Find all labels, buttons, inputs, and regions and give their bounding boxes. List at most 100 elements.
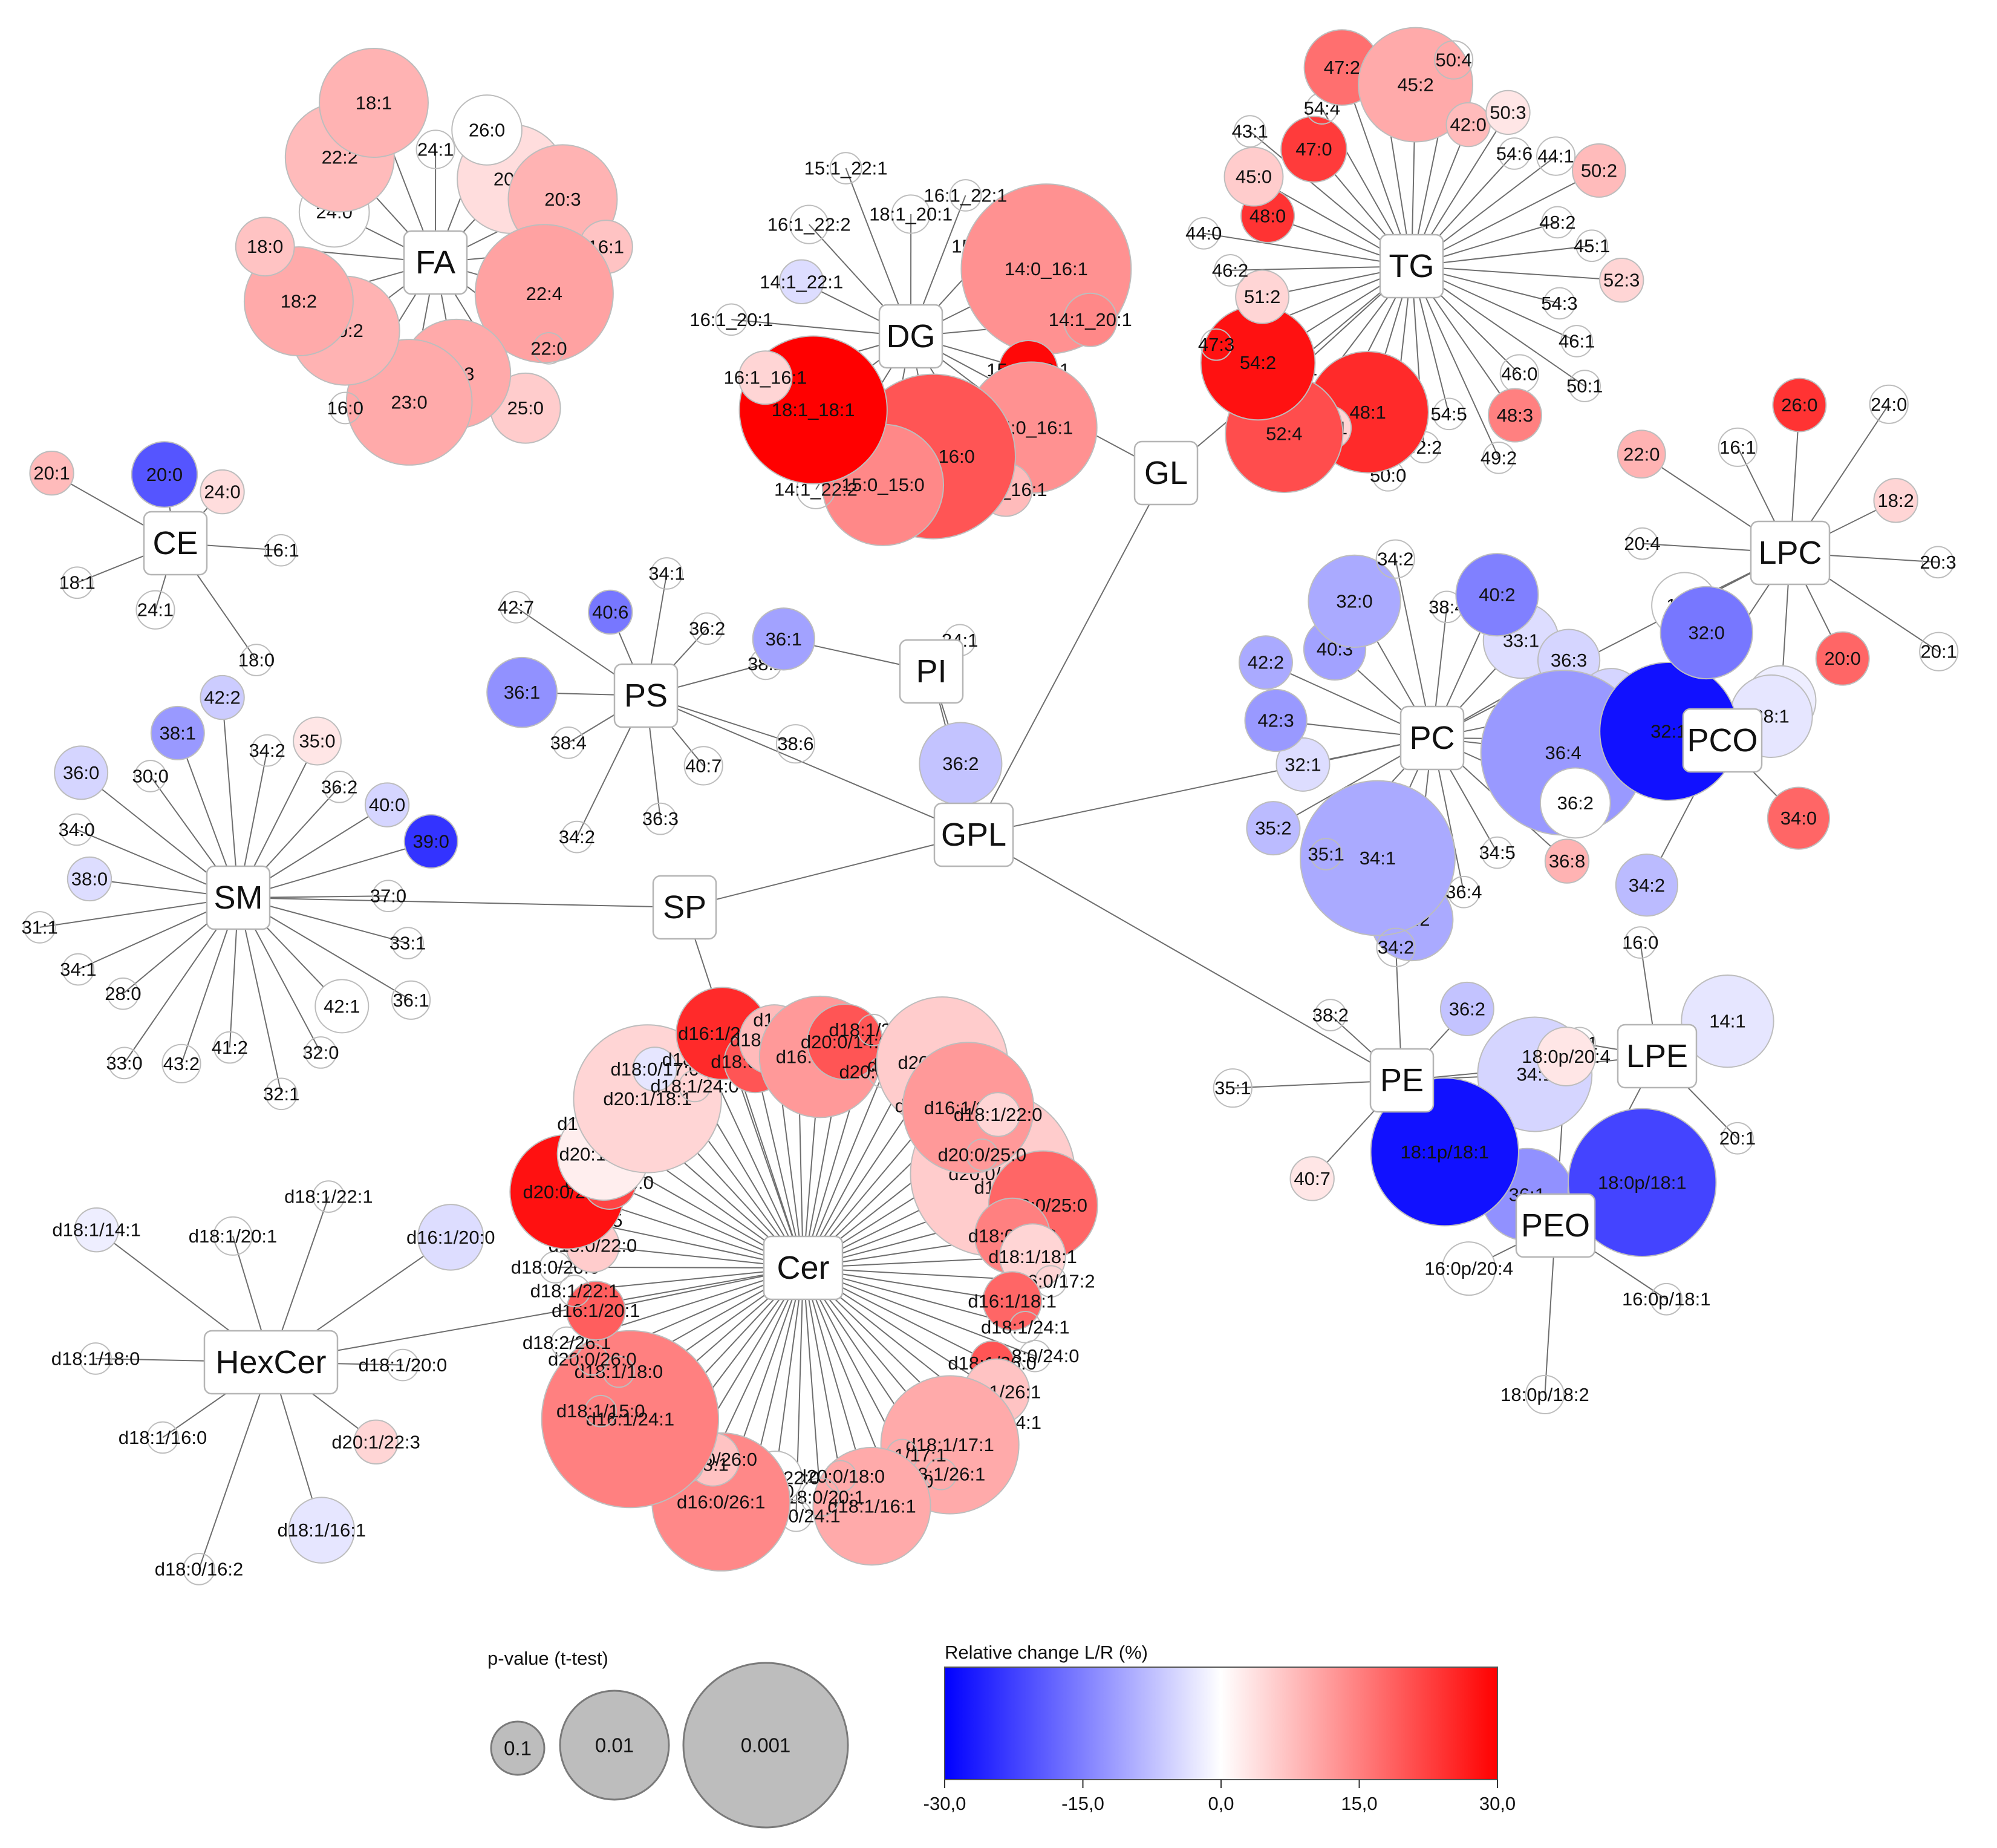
lipid-node-circle xyxy=(1275,737,1331,792)
lipid-node-label: 34:5 xyxy=(1479,842,1516,863)
lipid-node-label: d20:0/25:0 xyxy=(938,1144,1027,1165)
lipid-node-label: 38:2 xyxy=(1312,1005,1349,1026)
lipid-node: d16:1/18:1 xyxy=(968,1271,1057,1331)
lipid-node-circle xyxy=(1718,427,1758,467)
lipid-node-label: 32:0 xyxy=(302,1042,339,1063)
lipid-node-label: 20:4 xyxy=(1624,533,1660,554)
lipid-node-circle xyxy=(1498,137,1531,170)
lipid-node-circle xyxy=(650,557,683,590)
lipid-node-circle xyxy=(1300,780,1456,936)
lipid-node: 14:1_20:1 xyxy=(1049,292,1132,347)
lipid-node-label: d18:1/20:0 xyxy=(359,1354,448,1376)
lipid-node-circle xyxy=(789,204,829,244)
lipid-node-label: 36:4 xyxy=(1445,881,1482,903)
lipid-node: 50:4 xyxy=(1434,40,1474,80)
lipid-node: 16:0 xyxy=(327,391,363,425)
lipid-node-label: 50:4 xyxy=(1435,50,1471,71)
lipid-node: 24:0 xyxy=(1869,384,1909,424)
lipid-node-circle xyxy=(250,734,284,767)
leaf-edge xyxy=(1204,232,1412,267)
lipid-node-label: d18:1/16:1 xyxy=(827,1495,916,1517)
lipid-node-circle xyxy=(1246,801,1301,856)
lipid-node-label: 20:0 xyxy=(146,464,183,485)
lipid-node-circle xyxy=(1873,478,1918,523)
lipid-node: 20:3 xyxy=(1920,546,1956,579)
lipid-node-label: 48:2 xyxy=(1539,212,1575,233)
class-hub-node: DG xyxy=(878,304,943,369)
lipid-node-label: d18:1/17:1 xyxy=(905,1434,994,1455)
class-hub-node: PS xyxy=(613,663,679,728)
lipid-node: 15:1_22:1 xyxy=(804,152,888,184)
lipid-node-circle xyxy=(391,980,431,1020)
lipid-node-label: 48:0 xyxy=(1249,205,1286,226)
lipid-node: d18:1/22:0 xyxy=(954,1092,1042,1137)
lipid-node: 46:1 xyxy=(1559,325,1595,358)
lipid-node: 40:6 xyxy=(588,589,633,635)
class-hub-box xyxy=(203,1330,339,1395)
lipid-node: 40:7 xyxy=(1289,1156,1335,1201)
lipid-node: 35:1 xyxy=(1213,1068,1253,1108)
size-legend-label: 0.01 xyxy=(595,1734,634,1757)
lipid-node-circle xyxy=(584,1394,617,1428)
leaf-edge xyxy=(803,1267,821,1498)
lipid-node-circle xyxy=(779,259,824,304)
lipid-node: 44:0 xyxy=(1185,217,1222,250)
lipid-node-label: 20:0 xyxy=(1825,648,1861,669)
lipid-node-circle xyxy=(403,814,458,869)
lipid-node-label: 25:0 xyxy=(507,397,544,419)
lipid-node: d18:1/18:0 xyxy=(575,1355,663,1388)
lipid-node-label: 40:7 xyxy=(1294,1168,1330,1189)
lipid-node: d16:1/20:1 xyxy=(552,1281,640,1341)
lipid-node: 18:1_20:1 xyxy=(869,194,953,234)
lipid-node-circle xyxy=(1213,1068,1253,1108)
lipid-node-label: d18:1/15:0 xyxy=(556,1400,645,1422)
lipid-node-label: 30:0 xyxy=(132,766,169,787)
class-hub-box xyxy=(1750,520,1831,586)
lipid-node-label: 42:7 xyxy=(498,596,534,618)
lipid-node-circle xyxy=(161,1043,201,1083)
hub-edge xyxy=(973,834,1402,1081)
lipid-node-circle xyxy=(1919,632,1959,671)
lipid-node: 36:1 xyxy=(391,980,431,1020)
lipid-node-label: 33:0 xyxy=(106,1053,142,1074)
lipid-node: 34:0 xyxy=(59,813,95,846)
lipid-node-circle xyxy=(1539,767,1611,839)
lipid-node-circle xyxy=(323,771,356,803)
lipid-node-label: 18:1_20:1 xyxy=(869,204,953,225)
lipid-node-circle xyxy=(1439,981,1494,1036)
lipid-node: 51:2 xyxy=(1235,269,1290,324)
class-hub-box xyxy=(1399,705,1465,771)
lipid-node-circle xyxy=(304,1036,337,1069)
lipid-node-circle xyxy=(902,1042,1035,1174)
color-scale-tick-label: 0,0 xyxy=(1208,1793,1234,1814)
lipid-node: d18:1/24:1 xyxy=(981,1310,1069,1344)
lipid-node-label: 50:3 xyxy=(1490,102,1526,123)
lipid-node-circle xyxy=(1626,527,1659,560)
leaf-edge xyxy=(803,1267,890,1481)
lipid-node-label: 46:2 xyxy=(1212,260,1248,281)
class-hub-label: LPC xyxy=(1758,535,1822,571)
class-hub-box xyxy=(403,230,468,295)
lipid-node-label: 42:3 xyxy=(1257,710,1294,731)
lipid-node-circle xyxy=(588,589,633,635)
lipid-node: 36:2 xyxy=(689,612,725,645)
lipid-node-label: 18:0p/20:4 xyxy=(1522,1046,1611,1067)
class-hub-box xyxy=(1515,1193,1596,1258)
leaf-edge xyxy=(238,897,282,1094)
lipid-node: d18:1/20:1 xyxy=(189,1216,277,1256)
lipid-node-label: 46:1 xyxy=(1559,330,1595,351)
lipid-node-label: 37:0 xyxy=(370,886,406,907)
lipid-node-label: 54:2 xyxy=(1240,352,1276,373)
lipid-node: 37:0 xyxy=(370,880,406,913)
lipid-node-label: 20:1 xyxy=(1921,641,1957,662)
lipid-node-label: 52:3 xyxy=(1603,270,1640,291)
lipid-node-label: d18:1/16:0 xyxy=(119,1427,207,1448)
lipid-node-circle xyxy=(200,469,245,515)
lipid-node-label: 36:0 xyxy=(63,762,99,783)
lipid-node: 18:1p/18:1 xyxy=(1370,1077,1519,1227)
lipid-node-label: 34:1 xyxy=(1360,847,1396,869)
lipid-node: 26:0 xyxy=(1772,377,1827,433)
lipid-node-label: 35:0 xyxy=(299,731,335,752)
lipid-node-label: 50:1 xyxy=(1566,376,1603,397)
lipid-node: 18:1 xyxy=(318,48,429,158)
